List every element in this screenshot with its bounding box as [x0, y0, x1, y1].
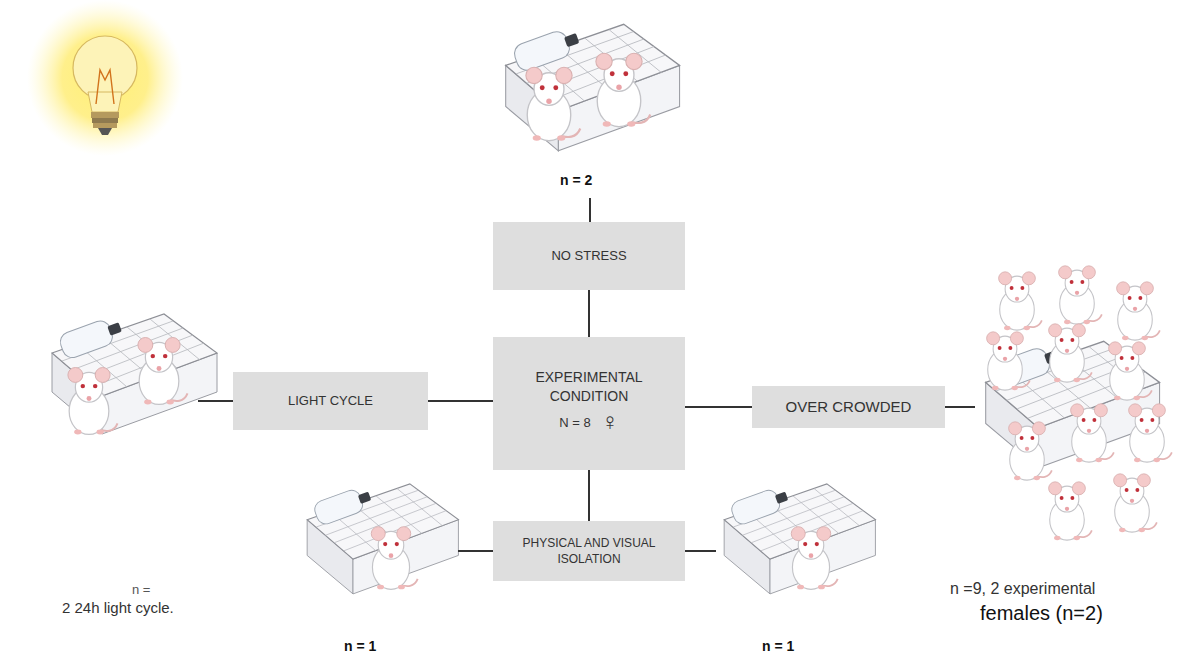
box-text: OVER CROWDED	[786, 397, 912, 417]
condition-note: 2 24h light cycle.	[62, 599, 174, 617]
mouse	[1059, 266, 1102, 324]
mouse	[1071, 404, 1114, 462]
bulb-neck	[88, 92, 122, 112]
cage-over-crowded	[986, 266, 1172, 540]
text-row: PHYSICAL AND VISUAL ISOLATION	[504, 535, 674, 567]
bulb-tip	[98, 128, 112, 135]
text-row: OVER CROWDED	[786, 397, 912, 417]
sample-size: n = 1	[344, 638, 376, 655]
mouse	[1009, 422, 1052, 480]
cage-no-stress	[506, 24, 680, 150]
sample-size: n = 2	[560, 172, 592, 189]
bulb-base	[92, 118, 118, 123]
mouse	[371, 527, 417, 590]
cage	[307, 484, 458, 594]
bulb-glow	[27, 0, 183, 156]
mouse	[1117, 282, 1160, 340]
mouse	[1049, 482, 1092, 540]
mouse	[1049, 324, 1092, 382]
condition-box: PHYSICAL AND VISUAL ISOLATION	[493, 521, 685, 581]
cage	[724, 484, 875, 594]
leader-line	[589, 198, 591, 222]
cage-light-cycle	[52, 314, 217, 434]
mouse	[68, 368, 118, 435]
text-row: EXPERIMENTAL CONDITION	[524, 368, 654, 406]
sample-size: n =9, 2 experimental	[950, 579, 1095, 598]
cage-isolation-left	[307, 484, 458, 594]
bulb-base	[91, 112, 119, 118]
box-content: PHYSICAL AND VISUAL ISOLATION	[504, 535, 674, 567]
central-box: EXPERIMENTAL CONDITION N = 8 ♀	[493, 337, 685, 470]
leader-lines	[198, 198, 975, 551]
leader-line	[198, 400, 233, 402]
text-row: N = 8 ♀	[559, 406, 618, 438]
leader-line	[945, 406, 975, 408]
connector	[685, 406, 752, 408]
box-content: LIGHT CYCLE	[288, 392, 373, 410]
box-text: N = 8	[559, 414, 590, 432]
leader-line	[685, 550, 716, 552]
mouse	[1109, 342, 1152, 400]
cage	[506, 24, 680, 150]
condition-box: NO STRESS	[493, 222, 685, 290]
bulb-filament	[96, 70, 114, 104]
text-row: NO STRESS	[551, 247, 626, 265]
mouse	[1114, 474, 1157, 532]
connector	[588, 470, 590, 521]
cage	[52, 314, 217, 434]
box-text: EXPERIMENTAL CONDITION	[524, 368, 654, 406]
box-content: OVER CROWDED	[786, 397, 912, 417]
mouse	[526, 67, 580, 140]
mouse	[138, 338, 188, 405]
light-bulb	[27, 0, 183, 156]
condition-box: OVER CROWDED	[752, 386, 945, 428]
bulb-glass	[73, 36, 137, 100]
cage-isolation-right	[724, 484, 875, 594]
box-text: LIGHT CYCLE	[288, 392, 373, 410]
mouse	[987, 332, 1030, 390]
mouse	[791, 527, 837, 590]
sample-size: n = 1	[762, 638, 794, 655]
bulb-base	[93, 123, 117, 128]
connector	[428, 400, 493, 402]
sample-size: n =	[132, 582, 150, 598]
box-text: ♀	[601, 406, 619, 438]
condition-box: LIGHT CYCLE	[233, 372, 428, 430]
mouse	[1129, 404, 1172, 462]
connector	[588, 290, 590, 337]
text-row: LIGHT CYCLE	[288, 392, 373, 410]
sample-size: females (n=2)	[980, 601, 1103, 625]
box-content: EXPERIMENTAL CONDITION N = 8 ♀	[524, 368, 654, 438]
mouse	[596, 53, 650, 126]
box-text: NO STRESS	[551, 247, 626, 265]
box-text: PHYSICAL AND VISUAL ISOLATION	[504, 535, 674, 567]
mouse	[999, 272, 1042, 330]
leader-line	[458, 550, 493, 552]
box-content: NO STRESS	[551, 247, 626, 265]
